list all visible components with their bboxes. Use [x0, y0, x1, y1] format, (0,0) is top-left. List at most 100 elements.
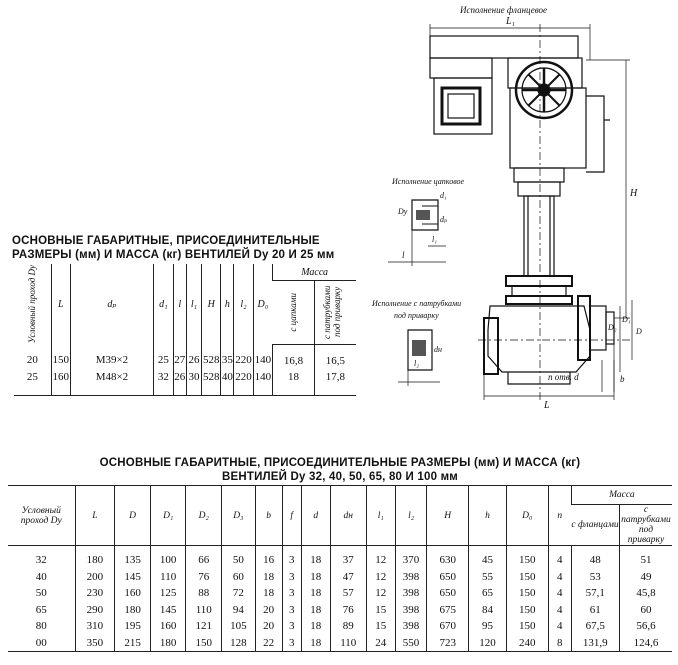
- t1-header-l: L: [50, 264, 71, 344]
- t2-cell-D1: 145: [149, 601, 186, 618]
- t1-cell-D0: 140: [252, 344, 273, 369]
- t2-cell-h: 95: [468, 618, 507, 635]
- t2-cell-D2: 150: [185, 634, 222, 652]
- t2-cell-dy: 32: [35, 554, 47, 567]
- t2-cell-D0: 150: [505, 545, 549, 569]
- t2-cell-H: 670: [426, 618, 469, 635]
- t2-cell-m2: 56,6: [618, 618, 672, 635]
- t2-cell-d: 18: [300, 545, 331, 569]
- t2-cell-D: 135: [114, 545, 151, 569]
- t1-cell-h: 35: [220, 344, 234, 369]
- t2-cell-H: 723: [426, 634, 469, 652]
- valve-drawing: Исполнение фланцевое Исполнение цапковое…: [371, 5, 642, 411]
- t2-cell-D3: 94: [221, 601, 256, 618]
- t1-cell-l1: 30: [185, 368, 202, 396]
- t2-cell-D1: 125: [149, 585, 186, 602]
- t2-cell-D: 180: [114, 601, 151, 618]
- t2-cell-b: 16: [254, 545, 283, 569]
- t2-cell-m1: 57,1: [570, 585, 620, 602]
- t2-cell-dn: 37: [329, 545, 367, 569]
- t2-cell-D2: 121: [185, 618, 222, 635]
- t2-cell-f: 3: [281, 601, 302, 618]
- t2-cell-D: 145: [114, 568, 151, 585]
- t2-header-d3: D₃: [221, 485, 256, 546]
- label-weld-2: под приварку: [394, 311, 439, 320]
- t2-cell-n: 4: [547, 568, 572, 585]
- t2-cell-H: 650: [426, 568, 469, 585]
- t2-cell-m1: 53: [570, 568, 620, 585]
- t1-cell-L: 150: [50, 344, 71, 369]
- t1-cell-m2: 17,8: [313, 368, 356, 396]
- t2-cell-f: 3: [281, 585, 302, 602]
- table2-title-line1: ОСНОВНЫЕ ГАБАРИТНЫЕ, ПРИСОЕДИНИТЕЛЬНЫЕ Р…: [99, 457, 581, 469]
- t1-cell-l2: 220: [233, 344, 254, 369]
- t1-header-mass-nipple: с цапками: [272, 280, 315, 345]
- t2-cell-l2: 398: [394, 585, 427, 602]
- t2-cell-D3: 105: [221, 618, 256, 635]
- t2-cell-f: 3: [281, 618, 302, 635]
- dim-l-small: l: [402, 250, 405, 260]
- t2-cell-m1: 67,5: [570, 618, 620, 635]
- t2-cell-b: 20: [254, 601, 283, 618]
- t2-cell-m2: 49: [618, 568, 672, 585]
- t2-cell-h: 45: [468, 545, 507, 569]
- t2-cell-l1: 15: [365, 618, 396, 635]
- table2: Условный проход Dy L D D₁ D₂ D₃ b f d dн…: [8, 485, 672, 652]
- t1-header-h-small: h: [220, 264, 234, 344]
- t2-cell-D3: 50: [221, 545, 256, 569]
- t2-cell-dn: 57: [329, 585, 367, 602]
- dim-l1-top: L₁: [505, 16, 515, 27]
- t2-cell-h: 65: [468, 585, 507, 602]
- t2-cell-d: 18: [300, 568, 331, 585]
- t2-cell-f: 3: [281, 634, 302, 652]
- t2-cell-L: 180: [74, 545, 115, 569]
- label-flange: Исполнение фланцевое: [459, 5, 547, 15]
- t2-cell-D2: 110: [185, 601, 222, 618]
- t2-cell-dn: 76: [329, 601, 367, 618]
- dim-l2: l₂: [414, 359, 419, 368]
- t2-header-d2: D₂: [185, 485, 222, 546]
- t1-cell-L: 160: [50, 368, 71, 396]
- t2-cell-D1: 160: [149, 618, 186, 635]
- t2-header-dn: dн: [329, 485, 367, 546]
- t2-cell-m1: 61: [570, 601, 620, 618]
- t2-cell-l2: 398: [394, 618, 427, 635]
- t2-cell-l2: 398: [394, 568, 427, 585]
- t2-cell-dy: 80: [35, 620, 47, 633]
- t2-cell-l1: 15: [365, 601, 396, 618]
- dim-dp: dₚ: [440, 215, 448, 224]
- t2-cell-dn: 47: [329, 568, 367, 585]
- t1-cell-l2: 220: [233, 368, 254, 396]
- dim-dy: Dy: [397, 207, 408, 216]
- t1-header-l1: l₁: [185, 264, 202, 344]
- table2-title-line2: ВЕНТИЛЕЙ Dy 32, 40, 50, 65, 80 И 100 мм: [221, 471, 459, 483]
- t1-header-mass-weld: с патрубками под приварку: [313, 280, 356, 345]
- t2-cell-L: 230: [74, 585, 115, 602]
- t2-header-d: D: [114, 485, 151, 546]
- t2-cell-dy: 00: [8, 634, 75, 652]
- dim-d2-big: D₂: [607, 323, 617, 332]
- t2-cell-l2: 370: [394, 545, 427, 569]
- t1-header-dy: Условный проход Dy: [27, 264, 38, 344]
- label-weld-1: Исполнение с патрубками: [371, 299, 461, 308]
- t2-cell-m2: 51: [618, 545, 672, 569]
- t2-cell-H: 675: [426, 601, 469, 618]
- dim-d1-big: D₁: [621, 315, 631, 324]
- table1: Условный проход Dy L dₚ d₁ l l₁ H h l₂ D…: [14, 264, 356, 396]
- t1-cell-H: 528: [201, 344, 221, 369]
- t2-cell-l1: 24: [365, 634, 396, 652]
- t1-header-l2: l₂: [233, 264, 254, 344]
- t2-cell-m1: 48: [570, 545, 620, 569]
- t2-cell-l1: 12: [365, 545, 396, 569]
- t1-cell-dy: 20: [26, 354, 38, 367]
- t1-cell-dp: M39×2: [69, 344, 154, 369]
- t2-cell-D1: 100: [149, 545, 186, 569]
- dim-dn: dн: [434, 345, 442, 354]
- t1-cell-dy: 25: [14, 368, 52, 396]
- t2-cell-D0: 150: [505, 585, 549, 602]
